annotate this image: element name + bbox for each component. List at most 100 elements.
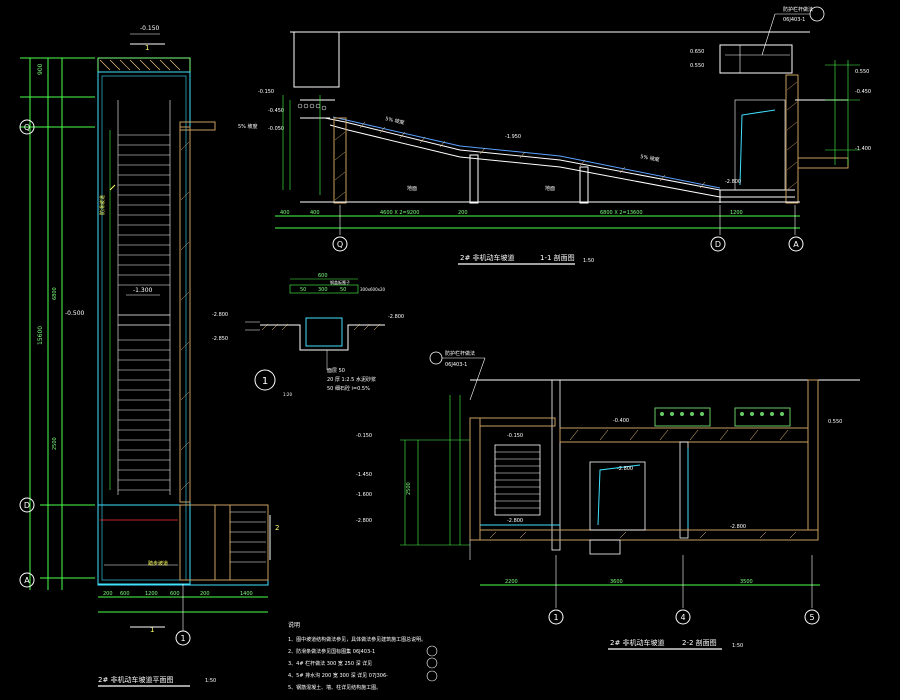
plan-stair-tag: 踏步坡道 [148, 560, 168, 567]
ramp-slab-top [324, 117, 795, 191]
s1-axis-bubble-a [788, 236, 804, 252]
section-2-2: 防护栏杆做法 06J403-1 -0.150 -1.450 -1.600 -2.… [356, 350, 860, 650]
plan-wall-right [179, 126, 191, 503]
s1-elev-5: -2.800 [725, 179, 741, 185]
s2-elev-6: -0.150 [507, 433, 523, 439]
s1-axis-bubble-d [710, 236, 726, 252]
svg-text:1400: 1400 [240, 591, 253, 597]
svg-text:防护栏杆做法: 防护栏杆做法 [445, 350, 475, 357]
svg-text:2500: 2500 [52, 437, 58, 450]
plan-top-elevation: -0.150 [140, 25, 160, 32]
s1-axis-a: A [793, 240, 799, 249]
s1-axis-q: Q [337, 240, 343, 249]
detail-line-2: 20 厚 1:2.5 水泥砂浆 [327, 376, 376, 383]
s2-elev-7: -2.800 [507, 518, 523, 524]
ramp-outline [97, 71, 191, 585]
s1-elev-2: -0.450 [268, 108, 284, 114]
s2-axis-bubble-5 [804, 609, 820, 625]
plan-scale: 1:50 [205, 678, 216, 684]
s2-dim-1: 2200 [505, 579, 518, 585]
axis-bubble-d [19, 497, 35, 513]
svg-text:15600: 15600 [37, 326, 44, 345]
s2-axis-bubble-1 [548, 609, 564, 625]
svg-text:1200: 1200 [730, 210, 743, 216]
section-2-scale: 1:50 [732, 643, 743, 649]
s1-elev-7: -0.050 [268, 126, 284, 132]
axis-label-1-plan: 1 [180, 634, 185, 643]
s1-axis-bubble-q [332, 236, 348, 252]
ramp-surface-line [332, 116, 721, 189]
plan-section-mark-right: 2 [275, 524, 279, 532]
axis-bubble-a [19, 572, 35, 588]
note-item-4: 4、5# 排水沟 200 宽 300 深 详见 07J306- [288, 672, 388, 679]
planter [97, 57, 191, 73]
section-1-1: 0.650 0.550 防护栏杆做法 06J403-1 [238, 6, 871, 265]
detail-line-3: 50 细石砼 i=0.5% [327, 385, 370, 392]
s1-elev-3: -1.950 [505, 134, 521, 140]
s2-planter-1 [654, 407, 711, 427]
svg-text:200: 200 [458, 210, 468, 216]
note-item-1: 1、图中坡道结构做法参见，具体做法参见建筑施工图总说明。 [288, 636, 426, 643]
axis-label-a: A [24, 576, 30, 585]
s2-floor-slab [479, 529, 819, 541]
svg-text:600: 600 [120, 591, 130, 597]
drain-channel [305, 317, 343, 347]
s2-axis-bubble-4 [675, 609, 691, 625]
section-1-wall-left [333, 117, 347, 204]
ramp-plan: 900 15600 6800 2500 Q D A -0.150 1 [19, 25, 279, 687]
note-item-3: 3、4# 栏杆做法 300 宽 250 深 详见 [288, 660, 372, 667]
section-1-wall-right [785, 74, 799, 204]
section-1-title: 2# 非机动车坡道 [460, 253, 515, 262]
s2-wall-left [469, 417, 481, 541]
s2-axis-1: 1 [553, 613, 558, 622]
axis-label-q: Q [24, 123, 30, 132]
section-2-name: 2-2 剖面图 [682, 638, 717, 647]
svg-text:06J403-1: 06J403-1 [445, 362, 467, 368]
s2-door [589, 461, 646, 531]
s2-elev-9: -2.800 [730, 524, 746, 530]
s1-axis-d: D [715, 240, 721, 249]
svg-text:600: 600 [170, 591, 180, 597]
s1-note-floor1: 地面 [407, 185, 417, 192]
s1-elev-6: 0.550 [855, 69, 869, 75]
svg-text:200: 200 [103, 591, 113, 597]
svg-text:0.650: 0.650 [690, 49, 704, 55]
s1-elev-2b: -0.450 [855, 89, 871, 95]
s1-note-slope: 5% 坡度 [238, 123, 258, 130]
detail-elev-2: -2.850 [212, 336, 228, 342]
plan-side-note: 防滑坡道 [99, 195, 106, 215]
plan-section-mark-bottom: 1 [150, 626, 154, 634]
detail-line-1: 面层 50 [327, 368, 345, 374]
svg-text:200: 200 [200, 591, 210, 597]
svg-text:300x600x20: 300x600x20 [360, 287, 386, 292]
svg-text:防护栏杆做法: 防护栏杆做法 [783, 6, 813, 13]
s2-elev-3: -1.600 [356, 492, 372, 498]
svg-text:5% 坡度: 5% 坡度 [385, 115, 406, 126]
s2-dim-2: 3600 [610, 579, 623, 585]
s2-roof-slab [559, 427, 809, 443]
notes-heading: 说明 [288, 621, 300, 629]
general-notes: 说明 1、图中坡道结构做法参见，具体做法参见建筑施工图总说明。 2、防滑条做法参… [288, 621, 438, 691]
s1-elev-4: -1.400 [855, 146, 871, 152]
section-2-title: 2# 非机动车坡道 [610, 638, 665, 647]
s2-elev-2: -1.450 [356, 472, 372, 478]
detail-1: 600 50 300 50 钢盖板篦子 300x600x20 -2.800 -2… [212, 273, 404, 397]
detail-scale: 1:20 [283, 392, 292, 397]
s1-elev-1: -0.150 [258, 89, 274, 95]
section-1-scale: 1:50 [583, 258, 594, 264]
note-item-2: 2、防滑条做法参见国标图集 06J403-1 [288, 648, 375, 655]
plan-title: 2# 非机动车坡道平面图 [98, 675, 174, 684]
svg-text:300: 300 [318, 287, 328, 293]
svg-text:6800: 6800 [52, 287, 58, 300]
svg-text:4600 X 2=9200: 4600 X 2=9200 [380, 210, 419, 216]
svg-text:400: 400 [310, 210, 320, 216]
detail-callout-num: 1 [262, 376, 268, 387]
s2-wall-right [807, 379, 819, 531]
s2-dim-3: 3500 [740, 579, 753, 585]
s2-elev-8: -2.800 [617, 466, 633, 472]
svg-text:2500: 2500 [406, 482, 412, 495]
s2-planter-2 [734, 407, 791, 427]
anti-slip-strips-lower [118, 339, 170, 491]
